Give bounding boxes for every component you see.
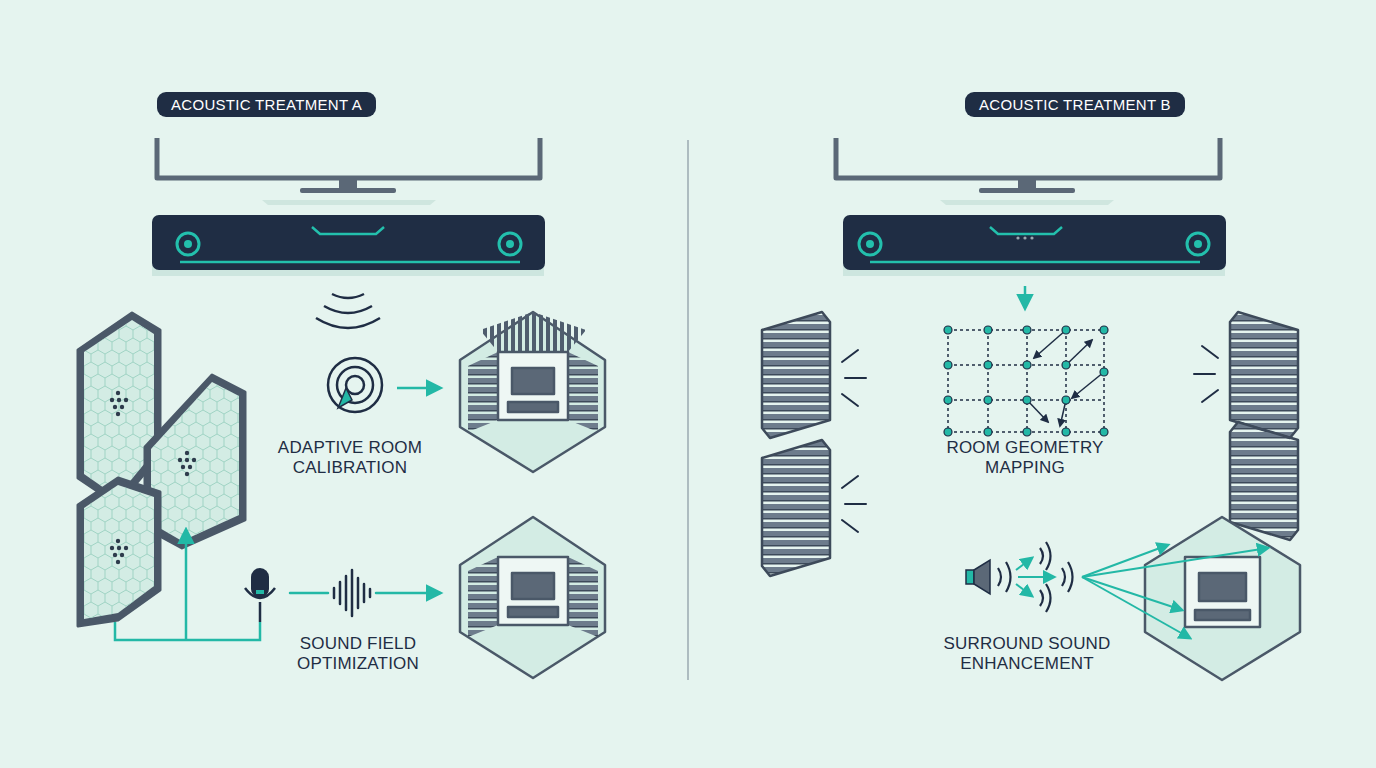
speaker-icon — [966, 542, 1073, 612]
soundbar-left — [152, 215, 545, 328]
soundbar-right — [843, 215, 1226, 308]
feature-label: ROOM GEOMETRY MAPPING — [930, 438, 1120, 478]
tv-right — [836, 138, 1220, 205]
diffuse-rays — [842, 346, 1218, 532]
feature-label: ADAPTIVE ROOM CALIBRATION — [255, 438, 445, 478]
feedback-lines — [115, 530, 260, 640]
feature-label: SURROUND SOUND ENHANCEMENT — [927, 634, 1127, 674]
divider — [687, 140, 689, 680]
calibration-icon — [328, 358, 440, 412]
section-pill: ACOUSTIC TREATMENT A — [157, 92, 376, 117]
panel-dots — [110, 391, 196, 564]
waveform — [290, 570, 440, 616]
geometry-grid — [944, 326, 1108, 436]
section-title: ACOUSTIC TREATMENT B — [979, 96, 1171, 113]
room-cube-1 — [460, 312, 605, 472]
feature-label: SOUND FIELD OPTIMIZATION — [263, 634, 453, 674]
microphone-icon — [245, 568, 275, 622]
section-title: ACOUSTIC TREATMENT A — [171, 96, 362, 113]
hex-panels — [78, 313, 245, 626]
room-cube-2 — [460, 517, 605, 678]
section-pill: ACOUSTIC TREATMENT B — [965, 92, 1185, 117]
room-cube-3 — [1082, 517, 1300, 680]
tv-left — [157, 138, 540, 205]
